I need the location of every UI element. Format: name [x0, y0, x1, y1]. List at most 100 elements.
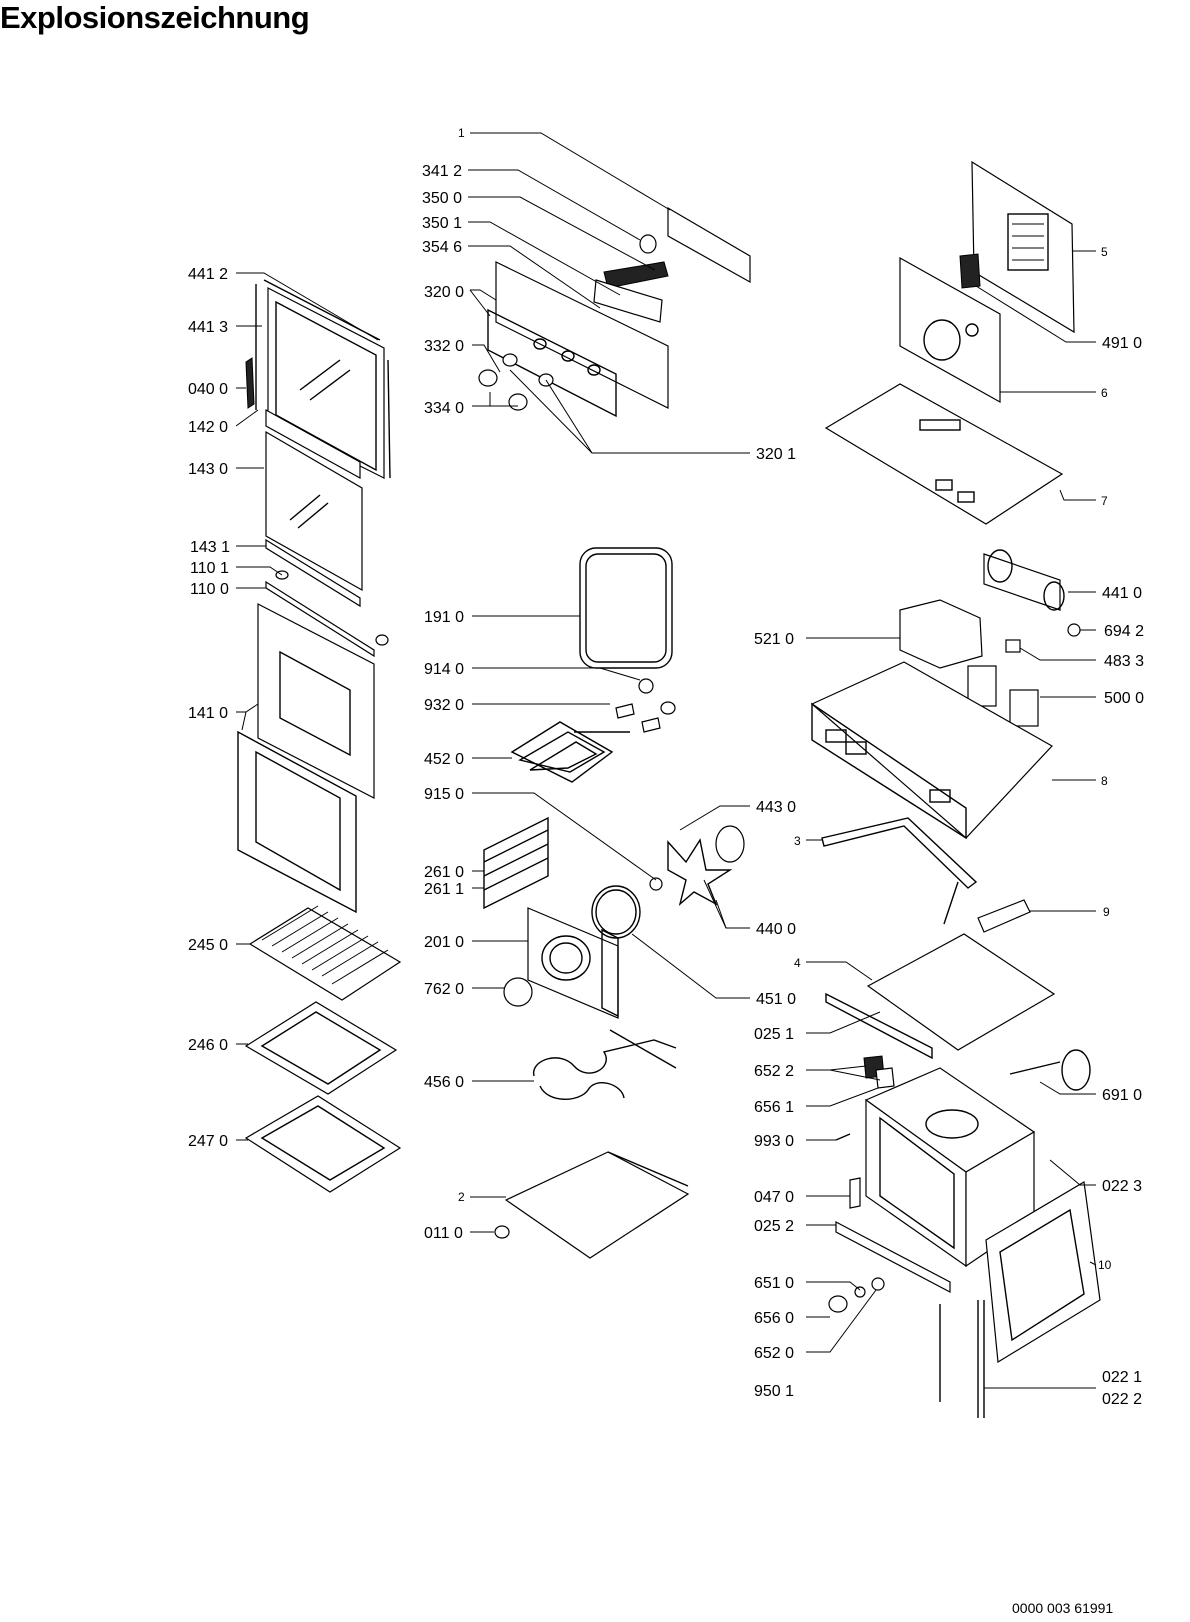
label-143-1: 143 1 — [190, 539, 230, 556]
side-frame-part — [821, 817, 978, 925]
label-141-0: 141 0 — [188, 705, 228, 722]
control-panel-part — [478, 206, 751, 418]
label-652-0: 652 0 — [754, 1345, 794, 1362]
knob-parts — [828, 1277, 885, 1313]
inner-glass-part — [265, 430, 363, 592]
label-354-6: 354 6 — [422, 239, 462, 256]
label-8: 8 — [1101, 774, 1108, 788]
label-143-0: 143 0 — [188, 461, 228, 478]
seal-strips-part — [939, 1300, 985, 1418]
drip-pan-part — [244, 1095, 402, 1193]
label-950-1: 950 1 — [754, 1383, 794, 1400]
side-rails-part — [483, 816, 549, 910]
thermostat-part — [1009, 1049, 1091, 1091]
label-483-3: 483 3 — [1104, 653, 1144, 670]
label-7: 7 — [1101, 494, 1108, 508]
oven-cavity-part — [864, 1067, 1036, 1268]
top-plate-part — [824, 383, 1064, 525]
base-plate-part — [825, 933, 1056, 1060]
label-521-0: 521 0 — [754, 631, 794, 648]
label-932-0: 932 0 — [424, 697, 464, 714]
label-320-0: 320 0 — [424, 284, 464, 301]
label-443-0: 443 0 — [756, 799, 796, 816]
foot-part — [494, 1225, 510, 1239]
label-040-0: 040 0 — [188, 381, 228, 398]
label-341-2: 341 2 — [422, 163, 462, 180]
label-441-0: 441 0 — [1102, 585, 1142, 602]
label-915-0: 915 0 — [424, 786, 464, 803]
label-656-1: 656 1 — [754, 1099, 794, 1116]
label-022-1: 022 1 — [1102, 1369, 1142, 1386]
label-2: 2 — [458, 1190, 465, 1204]
side-panel-part — [985, 1181, 1101, 1364]
label-452-0: 452 0 — [424, 751, 464, 768]
baking-tray-part — [244, 1001, 398, 1095]
label-5: 5 — [1101, 245, 1108, 259]
control-housing-part — [810, 661, 1053, 840]
leader-lines — [235, 132, 1097, 1389]
label-142-0: 142 0 — [188, 419, 228, 436]
label-456-0: 456 0 — [424, 1074, 464, 1091]
tangential-fan-part — [983, 549, 1081, 637]
label-500-0: 500 0 — [1104, 690, 1144, 707]
label-762-0: 762 0 — [424, 981, 464, 998]
small-bracket-part — [977, 899, 1031, 933]
front-rail-part — [835, 1221, 951, 1293]
label-10: 10 — [1098, 1258, 1112, 1272]
label-191-0: 191 0 — [424, 609, 464, 626]
label-350-1: 350 1 — [422, 215, 462, 232]
label-320-1: 320 1 — [756, 446, 796, 463]
label-261-1: 261 1 — [424, 881, 464, 898]
lamp-cover-part — [503, 977, 533, 1007]
door-lock-part — [863, 1055, 895, 1089]
label-6: 6 — [1101, 386, 1108, 400]
label-334-0: 334 0 — [424, 400, 464, 417]
callout-labels: 1 341 2 350 0 350 1 354 6 320 0 332 0 33… — [188, 126, 1144, 1408]
label-022-3: 022 3 — [1102, 1178, 1142, 1195]
label-247-0: 247 0 — [188, 1133, 228, 1150]
electronics-module-part — [899, 599, 1039, 727]
label-691-0: 691 0 — [1102, 1087, 1142, 1104]
grill-element-part — [510, 678, 676, 783]
label-110-0: 110 0 — [190, 581, 229, 598]
label-441-3: 441 3 — [188, 319, 228, 336]
label-246-0: 246 0 — [188, 1037, 228, 1054]
label-914-0: 914 0 — [424, 661, 464, 678]
label-110-1: 110 1 — [190, 560, 229, 577]
label-201-0: 201 0 — [424, 934, 464, 951]
label-245-0: 245 0 — [188, 937, 228, 954]
page-title: Explosionszeichnung — [0, 0, 310, 35]
bottom-plate-part — [504, 1151, 690, 1259]
ring-heater-part — [591, 885, 641, 939]
fan-blade-part — [649, 825, 745, 906]
label-9: 9 — [1103, 905, 1110, 919]
label-047-0: 047 0 — [754, 1189, 794, 1206]
label-022-2: 022 2 — [1102, 1391, 1142, 1408]
label-491-0: 491 0 — [1102, 335, 1142, 352]
label-332-0: 332 0 — [424, 338, 464, 355]
door-seal-part — [579, 547, 673, 669]
motor-bracket-part — [899, 253, 1001, 404]
screw-part — [835, 1133, 851, 1141]
label-440-0: 440 0 — [756, 921, 796, 938]
label-261-0: 261 0 — [424, 864, 464, 881]
label-694-2: 694 2 — [1104, 623, 1144, 640]
rear-panel-part — [527, 907, 619, 1019]
label-656-0: 656 0 — [754, 1310, 794, 1327]
label-651-0: 651 0 — [754, 1275, 794, 1292]
label-451-0: 451 0 — [756, 991, 796, 1008]
lock-bracket-part — [849, 1177, 861, 1209]
oven-rack-part — [248, 905, 402, 1001]
label-350-0: 350 0 — [422, 190, 462, 207]
label-025-2: 025 2 — [754, 1218, 794, 1235]
document-number: 0000 003 61991 — [1012, 1600, 1114, 1616]
label-652-2: 652 2 — [754, 1063, 794, 1080]
label-441-2: 441 2 — [188, 266, 228, 283]
door-frame-part — [245, 279, 391, 480]
back-cover-part — [971, 160, 1075, 334]
outer-door-glass-part — [237, 603, 375, 914]
bottom-heater-part — [533, 1029, 677, 1100]
label-3: 3 — [794, 834, 801, 848]
label-993-0: 993 0 — [754, 1133, 794, 1150]
